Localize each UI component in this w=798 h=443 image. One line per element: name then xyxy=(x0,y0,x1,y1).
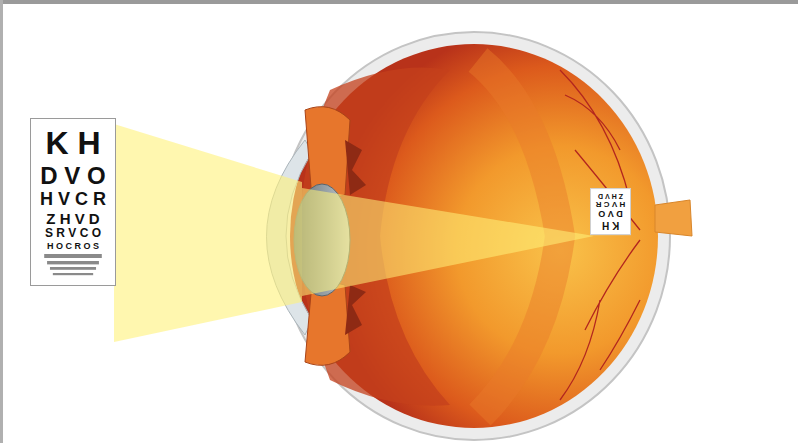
retina-image: K HD V OH V C RZ H V D xyxy=(590,188,631,235)
chart-letters: H V C R xyxy=(594,200,627,209)
frame-edge xyxy=(0,0,798,4)
chart-letters: Z H V D xyxy=(594,192,627,200)
optic-nerve xyxy=(655,200,692,236)
chart-letters: D V O xyxy=(594,209,627,219)
chart-letters: Z H V D xyxy=(37,210,109,227)
chart-letters: K H xyxy=(37,125,109,162)
frame-edge xyxy=(0,0,3,443)
light-beam xyxy=(302,188,594,296)
chart-letters: S R V C O xyxy=(37,227,109,241)
blurred-letter-row xyxy=(44,254,102,258)
blurred-letter-row xyxy=(53,273,93,275)
retina-interior xyxy=(290,44,658,428)
chart-letters: H O C R O S xyxy=(37,241,109,251)
blurred-letter-row xyxy=(50,267,96,270)
chart-letters: K H xyxy=(594,220,627,232)
blurred-letter-rows xyxy=(37,254,109,280)
chart-letters: D V O xyxy=(37,162,109,190)
chart-letters: H V C R xyxy=(37,189,109,210)
blurred-letter-row xyxy=(47,261,99,264)
eye-chart: K HD V OH V C RZ H V DS R V C OH O C R O… xyxy=(30,118,116,286)
light-beam xyxy=(114,124,302,342)
sclera xyxy=(278,32,670,440)
